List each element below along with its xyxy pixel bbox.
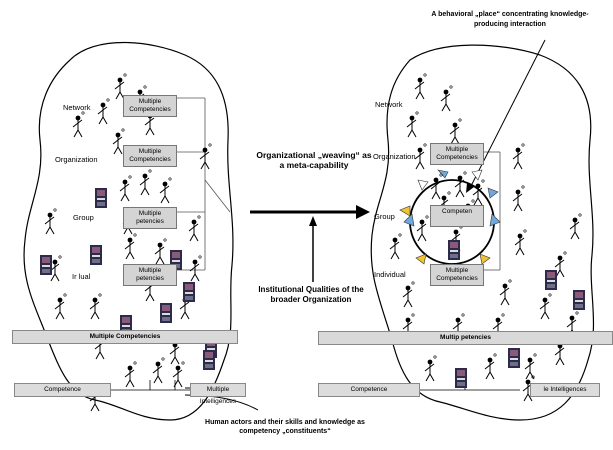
left-level-network: Network xyxy=(63,103,91,112)
right-intelligences-box: le Intelligences xyxy=(530,383,600,397)
right-bracket xyxy=(484,151,501,271)
right-human-actors xyxy=(389,73,582,402)
right-multiple-competencies-band: Multip petencies xyxy=(318,331,613,345)
intelligences-label: le Intelligences xyxy=(543,386,587,393)
left-level-individual: Ir lual xyxy=(72,272,91,281)
box-line1: Multiple xyxy=(138,267,162,274)
right-competence-box-organization: Multiple Competencies xyxy=(430,143,484,165)
left-level-organization: Organization xyxy=(55,155,98,164)
institutional-arrow xyxy=(309,216,317,282)
right-level-organization: Organization xyxy=(373,152,416,161)
left-level-group: Group xyxy=(73,213,94,222)
left-multiple-competencies-band: Multiple Competencies xyxy=(12,330,238,344)
institutional-callout: Institutional Qualities of the broader O… xyxy=(258,285,364,304)
actors-callout: Human actors and their skills and knowle… xyxy=(205,419,365,435)
box-line2: Competen xyxy=(442,208,472,215)
right-knowledge-books xyxy=(448,240,585,388)
box-line2: petencies xyxy=(136,218,164,225)
right-organization-blob xyxy=(370,44,595,421)
right-competence-box-individual: Multiple Competencies xyxy=(430,264,484,286)
box-line1: Multiple xyxy=(138,98,162,105)
box-line2: Competencies xyxy=(436,154,478,161)
left-organization-blob xyxy=(23,41,234,421)
band-label: Multiple Competencies xyxy=(89,333,161,340)
weaving-arrow xyxy=(250,205,370,219)
left-intelligences-box: Multiple Intelligences xyxy=(190,383,246,405)
left-competence-box-network: Multiple Competencies xyxy=(123,95,177,117)
left-bracket xyxy=(177,97,231,271)
left-competence-box-group: Multiple petencies xyxy=(123,207,177,229)
place-callout: A behavioral „place“ concentrating knowl… xyxy=(431,11,589,28)
box-line1: Multiple xyxy=(445,267,469,274)
box-line2: Competencies xyxy=(129,106,171,113)
left-competence-box-individual: Multiple petencies xyxy=(123,264,177,286)
left-competence-box: Competence xyxy=(14,383,111,397)
box-line1: Multiple xyxy=(138,210,162,217)
box-line1: Multiple xyxy=(138,148,162,155)
right-competence-box: Competence xyxy=(318,383,420,397)
box-line2: petencies xyxy=(136,275,164,282)
weaving-callout: Organizational „weaving“ as a meta-capab… xyxy=(256,150,372,170)
left-human-actors xyxy=(44,73,212,412)
right-level-individual: Individual xyxy=(374,270,406,279)
right-competence-box-group: Competen xyxy=(430,205,484,227)
box-line2: Competencies xyxy=(436,275,478,282)
box-line2: Competencies xyxy=(129,156,171,163)
right-level-group: Group xyxy=(374,212,395,221)
competence-label: Competence xyxy=(350,386,388,393)
box-line1: Multiple xyxy=(445,146,469,153)
competence-label: Competence xyxy=(44,386,81,393)
intelligences-label: Multiple Intelligences xyxy=(199,386,237,405)
band-label: Multip petencies xyxy=(440,334,491,341)
left-competence-box-organization: Multiple Competencies xyxy=(123,145,177,167)
place-arrow xyxy=(466,39,546,193)
right-level-network: Network xyxy=(375,100,403,109)
